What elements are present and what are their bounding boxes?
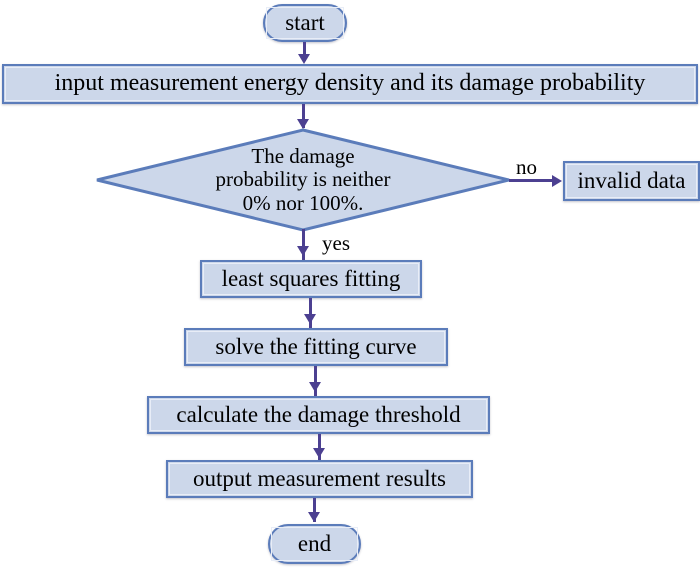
node-decision[interactable]: The damage probability is neither 0% nor…	[95, 128, 511, 232]
node-start[interactable]: start	[263, 4, 347, 42]
arrowhead-calculate-to-output	[313, 448, 325, 458]
connector-input-to-decision	[302, 104, 305, 128]
node-calculate-damage-threshold[interactable]: calculate the damage threshold	[147, 396, 490, 434]
edge-label-no: no	[516, 155, 537, 179]
node-end-label: end	[297, 530, 332, 556]
decision-line-3: 0% nor 100%.	[242, 190, 364, 215]
node-invalid-data-label: invalid data	[577, 167, 686, 193]
node-end[interactable]: end	[268, 524, 361, 564]
node-output-measurement-results[interactable]: output measurement results	[166, 460, 473, 498]
connector-decision-to-fitting	[302, 229, 305, 260]
node-least-squares-fitting-label: least squares fitting	[221, 265, 401, 291]
node-input[interactable]: input measurement energy density and its…	[2, 64, 698, 104]
connector-fitting-to-solve	[309, 298, 312, 328]
connector-calculate-to-output	[318, 434, 321, 460]
decision-line-2: probability is neither	[215, 167, 391, 192]
connector-output-to-end	[313, 498, 316, 522]
connector-solve-to-calculate	[314, 366, 317, 396]
connector-decision-to-invalid	[509, 179, 557, 182]
node-solve-fitting-curve-label: solve the fitting curve	[215, 333, 417, 359]
node-solve-fitting-curve[interactable]: solve the fitting curve	[184, 328, 448, 366]
decision-line-1: The damage	[251, 143, 355, 168]
edge-label-yes: yes	[322, 231, 350, 255]
node-invalid-data[interactable]: invalid data	[563, 161, 700, 201]
node-start-label: start	[285, 9, 325, 35]
node-input-label: input measurement energy density and its…	[54, 70, 646, 97]
connector-start-to-input	[303, 42, 306, 61]
arrowhead-input-to-decision	[297, 119, 309, 129]
arrowhead-decision-to-invalid	[552, 175, 562, 187]
node-decision-text: The damage probability is neither 0% nor…	[95, 128, 511, 232]
arrowhead-decision-to-fitting	[297, 246, 309, 256]
node-least-squares-fitting[interactable]: least squares fitting	[200, 260, 422, 298]
node-calculate-damage-threshold-label: calculate the damage threshold	[176, 401, 461, 427]
arrowhead-output-to-end	[308, 512, 320, 522]
arrowhead-start-to-input	[298, 54, 310, 64]
arrowhead-fitting-to-solve	[304, 314, 316, 324]
node-output-measurement-results-label: output measurement results	[193, 465, 446, 491]
arrowhead-solve-to-calculate	[309, 382, 321, 392]
